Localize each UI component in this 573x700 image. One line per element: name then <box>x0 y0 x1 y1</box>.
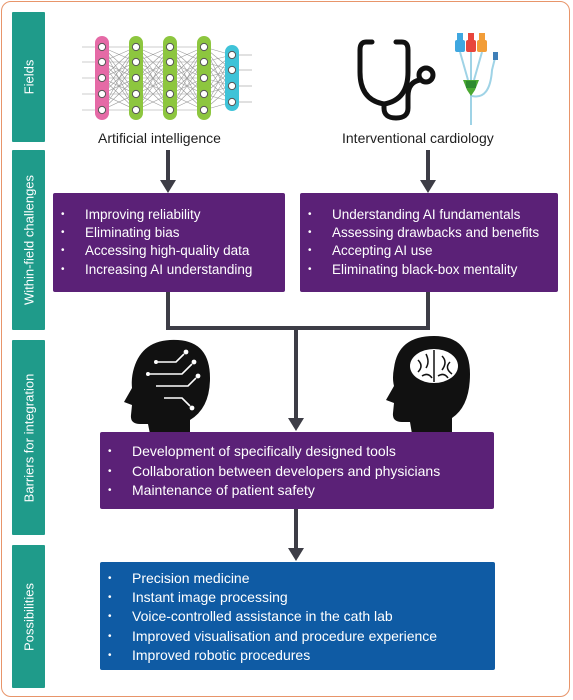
nn-node <box>199 89 209 99</box>
circuit-head-icon <box>124 339 210 434</box>
stethoscope-icon <box>357 39 436 121</box>
nn-node <box>165 89 175 99</box>
cardio-challenges-box: Understanding AI fundamentals Assessing … <box>300 193 558 292</box>
ai-challenges-box: Improving reliability Eliminating bias A… <box>53 193 285 292</box>
list-item: Increasing AI understanding <box>53 261 285 279</box>
connector-arrows <box>166 150 430 550</box>
list-item: Collaboration between developers and phy… <box>100 462 494 482</box>
nn-node <box>227 65 237 75</box>
nn-node <box>165 57 175 67</box>
possibilities-box: Precision medicine Instant image process… <box>100 562 495 670</box>
nn-node <box>131 42 141 52</box>
list-item: Development of specifically designed too… <box>100 442 494 462</box>
list-item: Eliminating bias <box>53 224 285 242</box>
list-item: Maintenance of patient safety <box>100 481 494 501</box>
list-item: Eliminating black-box mentality <box>300 261 558 279</box>
sidebar-possibilities: Possibilities <box>12 545 45 688</box>
nn-node <box>227 97 237 107</box>
list-item: Accessing high-quality data <box>53 242 285 260</box>
nn-node <box>199 42 209 52</box>
nn-node <box>199 57 209 67</box>
list-item: Understanding AI fundamentals <box>300 206 558 224</box>
list-item: Instant image processing <box>100 588 495 607</box>
barriers-box: Development of specifically designed too… <box>100 432 494 509</box>
nn-node <box>97 73 107 83</box>
catheter-icon <box>455 33 498 125</box>
sidebar-challenges: Within-field challenges <box>12 150 45 330</box>
cardio-field-label: Interventional cardiology <box>342 130 494 146</box>
nn-node <box>131 89 141 99</box>
nn-node <box>97 89 107 99</box>
list-item: Voice-controlled assistance in the cath … <box>100 607 495 626</box>
nn-node <box>131 57 141 67</box>
list-item: Precision medicine <box>100 569 495 588</box>
list-item: Improved visualisation and procedure exp… <box>100 627 495 646</box>
nn-node <box>97 57 107 67</box>
nn-node <box>97 105 107 115</box>
nn-node <box>227 50 237 60</box>
sidebar-barriers: Barriers for integration <box>12 340 45 535</box>
list-item: Assessing drawbacks and benefits <box>300 224 558 242</box>
ai-field-label: Artificial intelligence <box>98 130 221 146</box>
nn-node <box>165 42 175 52</box>
nn-node <box>199 73 209 83</box>
sidebar-fields: Fields <box>12 12 45 142</box>
nn-node <box>165 73 175 83</box>
nn-node <box>227 81 237 91</box>
list-item: Improving reliability <box>53 206 285 224</box>
nn-node <box>131 73 141 83</box>
nn-node <box>165 105 175 115</box>
brain-head-icon <box>386 336 470 434</box>
list-item: Accepting AI use <box>300 242 558 260</box>
nn-node <box>199 105 209 115</box>
nn-node <box>131 105 141 115</box>
arrowheads <box>160 180 436 561</box>
list-item: Improved robotic procedures <box>100 646 495 665</box>
nn-node <box>97 42 107 52</box>
neural-network-icon <box>82 36 252 120</box>
